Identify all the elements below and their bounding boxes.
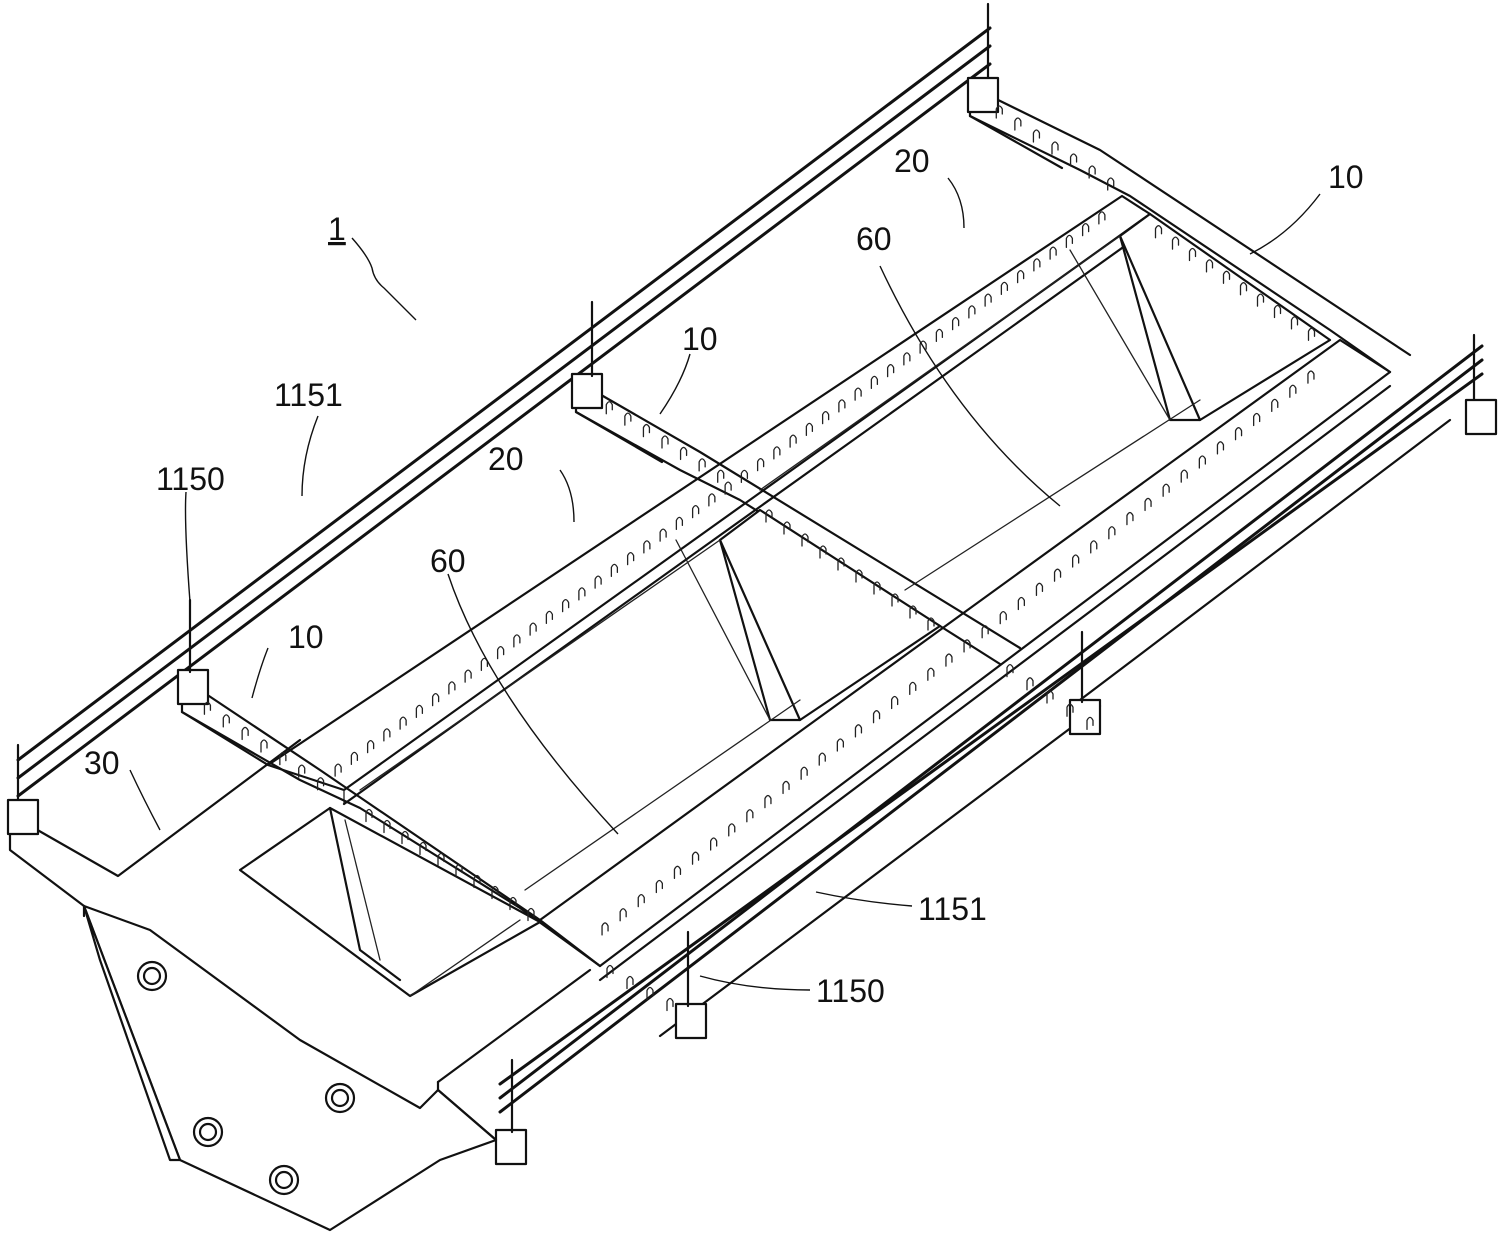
- label-tendon-1151-lower: 1151: [918, 891, 987, 927]
- shear-stud: [1015, 118, 1021, 130]
- shear-stud: [1071, 154, 1077, 166]
- shear-stud: [699, 459, 705, 471]
- shear-stud: [223, 715, 229, 727]
- shear-stud: [1052, 142, 1058, 154]
- shear-stud: [242, 727, 248, 739]
- shear-stud: [606, 402, 612, 414]
- label-assembly-1: 1: [328, 211, 346, 247]
- label-opening-60-right: 60: [856, 221, 892, 257]
- shear-stud: [667, 999, 673, 1011]
- label-anchor-1150-upper: 1150: [156, 461, 225, 497]
- shear-stud: [1047, 691, 1053, 703]
- label-crossbeam-10-right: 10: [1328, 159, 1364, 195]
- label-tendon-1151-upper: 1151: [274, 377, 343, 413]
- label-anchor-1150-lower: 1150: [816, 973, 885, 1009]
- shear-stud: [1027, 678, 1033, 690]
- label-girder-20-left: 20: [488, 441, 524, 477]
- shear-stud: [662, 436, 668, 448]
- shear-stud: [625, 413, 631, 425]
- deck-slab: [10, 88, 1450, 1140]
- label-crossbeam-10-left: 10: [288, 619, 324, 655]
- shear-stud: [643, 425, 649, 437]
- girder-right: [540, 340, 1390, 980]
- shear-stud: [1033, 130, 1039, 142]
- label-girder-20-right: 20: [894, 143, 930, 179]
- label-end-block-30: 30: [84, 745, 120, 781]
- label-opening-60-left: 60: [430, 543, 466, 579]
- opening-left: [240, 808, 540, 996]
- label-crossbeam-10-middle: 10: [682, 321, 718, 357]
- shear-stud: [681, 447, 687, 459]
- shear-stud: [261, 740, 267, 752]
